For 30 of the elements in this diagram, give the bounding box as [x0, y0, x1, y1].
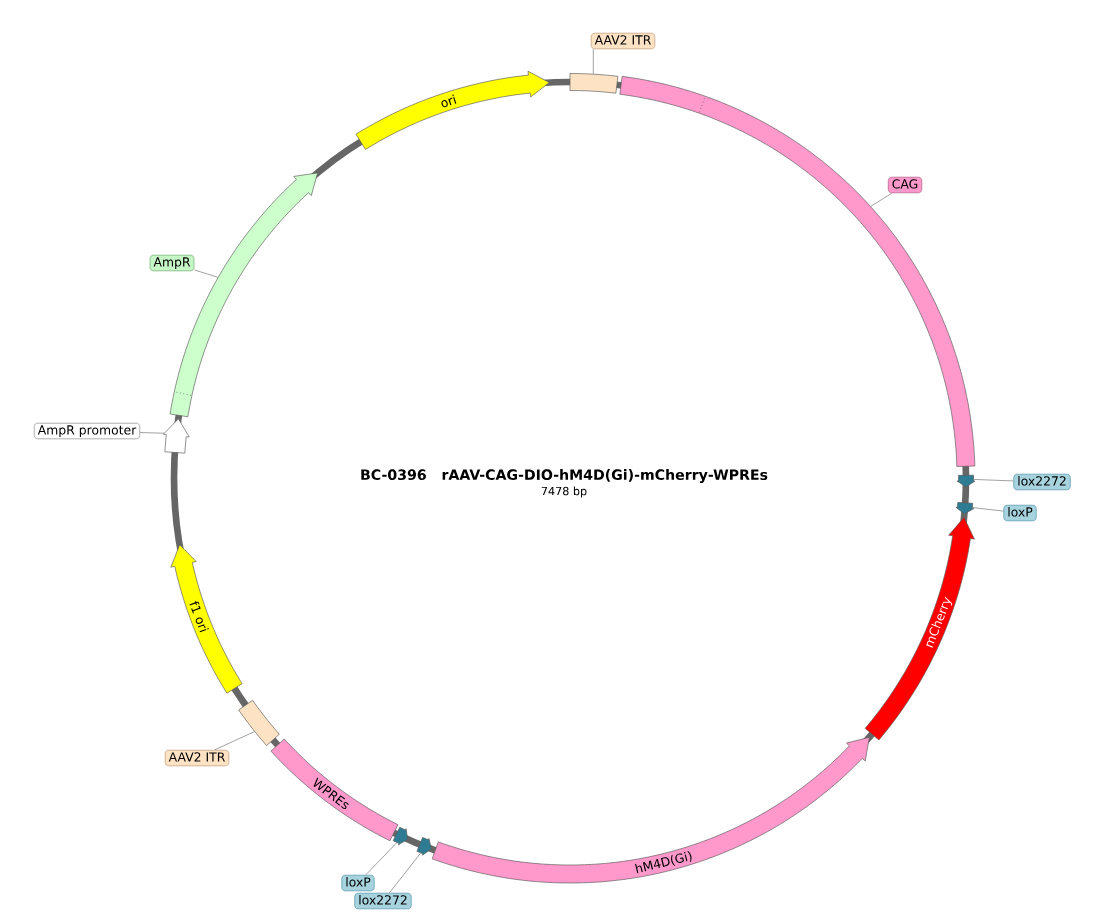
- feature-segment: [619, 76, 976, 467]
- leader-line: [194, 269, 219, 278]
- feature-arc: [163, 418, 190, 454]
- length-label: 7478 bp: [541, 486, 587, 498]
- label-tag: CAG: [887, 176, 923, 194]
- leader-line: [214, 731, 255, 751]
- label-tag: AmpR: [149, 254, 195, 272]
- leader-line: [365, 842, 398, 876]
- leader-line: [973, 479, 1014, 482]
- site-marker: [955, 502, 975, 515]
- label-tag: loxP: [1003, 504, 1037, 522]
- site-marker: [416, 837, 432, 856]
- map-title: BC-0396 rAAV-CAG-DIO-hM4D(Gi)-mCherry-WPREs: [361, 469, 768, 483]
- label-tag: lox2272: [354, 892, 412, 910]
- label-tag: lox2272: [1013, 473, 1071, 491]
- leader-line: [870, 192, 893, 207]
- site-marker: [392, 826, 408, 846]
- site-marker: [956, 474, 976, 488]
- feature-arc: ori: [355, 70, 550, 150]
- leader-line: [139, 432, 165, 434]
- feature-arc: f1 ori: [170, 544, 243, 694]
- leader-line: [592, 48, 594, 75]
- leader-line: [389, 852, 421, 894]
- feature-segment: [238, 699, 280, 746]
- feature-segment: [569, 73, 619, 94]
- label-tag: AAV2 ITR: [164, 749, 230, 767]
- label-tag: AmpR promoter: [33, 422, 141, 440]
- label-tag: AAV2 ITR: [590, 32, 656, 50]
- leader-line: [972, 507, 1004, 512]
- label-tag: loxP: [341, 874, 375, 892]
